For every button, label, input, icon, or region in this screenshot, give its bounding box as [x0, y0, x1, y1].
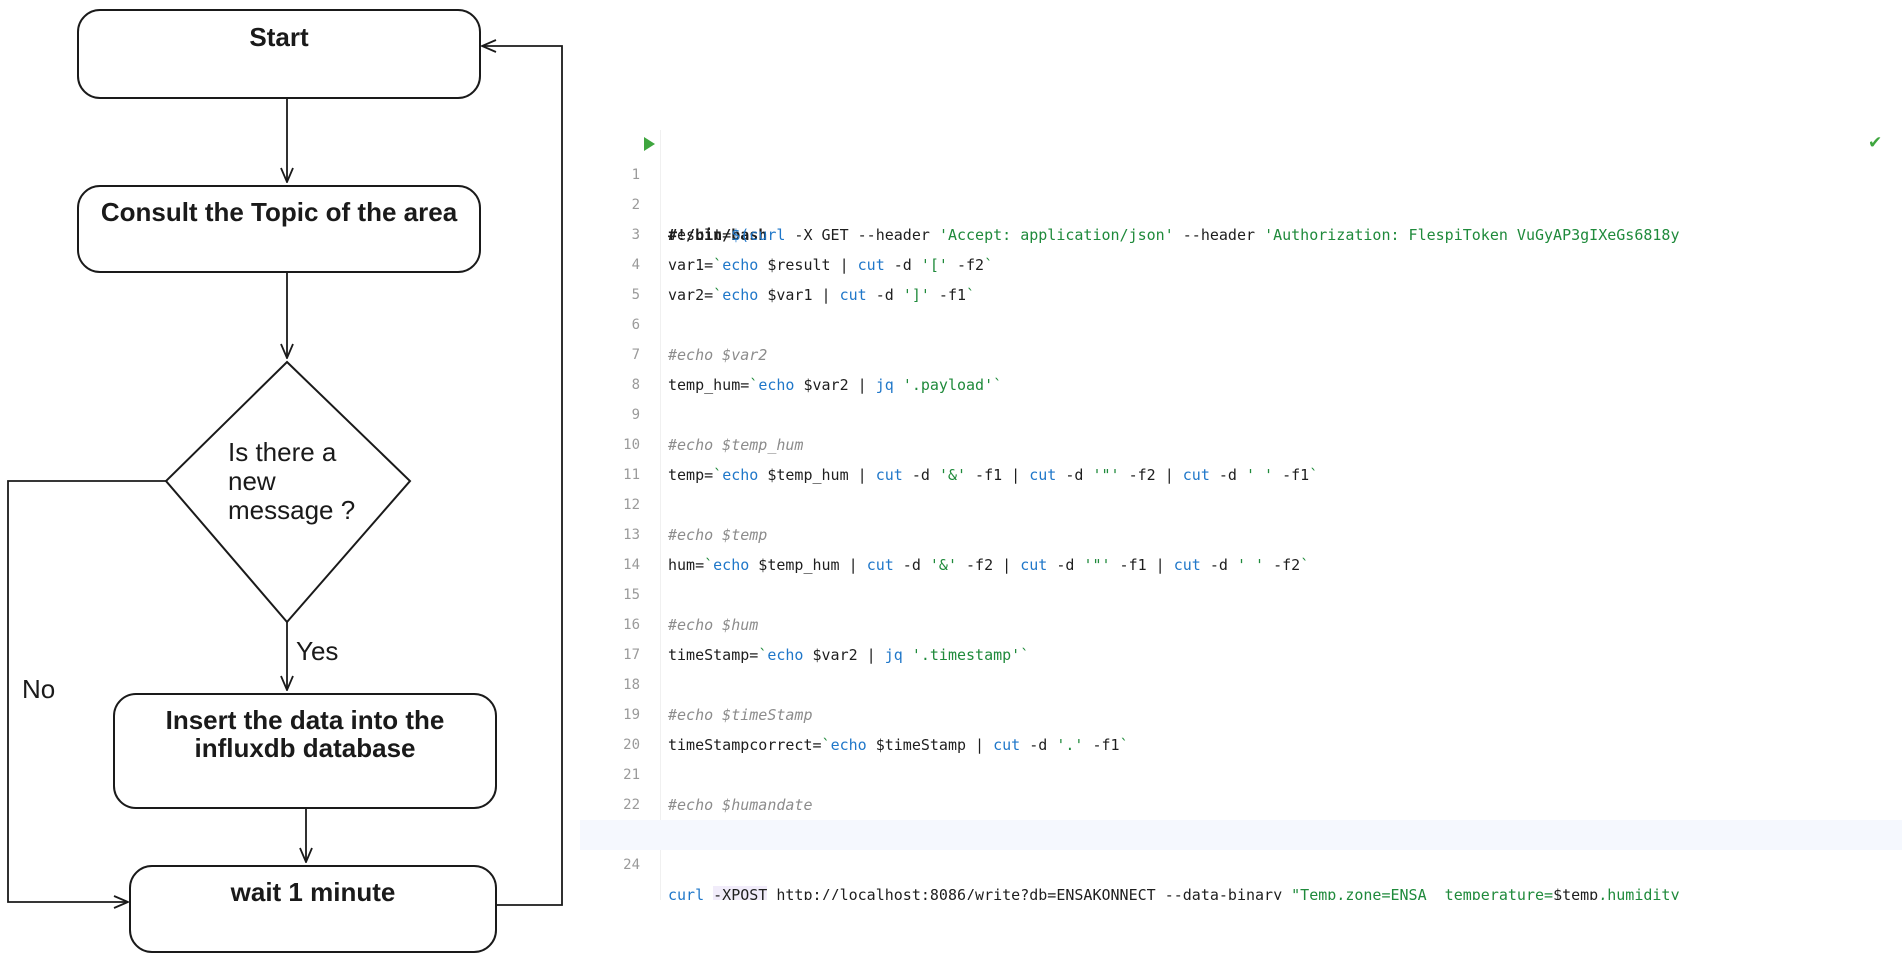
line-number: 10 [623, 437, 640, 453]
code-line: 9 #echo $temp_hum [580, 370, 1902, 454]
code-line: 7 temp_hum=`echo $var2 | jq '.payload'` [580, 310, 1902, 394]
line-number: 7 [631, 347, 640, 363]
gutter-separator [660, 130, 661, 900]
line-number: 8 [631, 377, 640, 393]
insert-node [113, 693, 497, 809]
line-number: 21 [623, 767, 640, 783]
code-line: 16 timeStamp=`echo $var2 | jq '.timestam… [580, 580, 1902, 664]
code-comment: #echo $var2 [668, 346, 768, 364]
start-node [77, 9, 481, 99]
code-line: 3 var1=`echo $result | cut -d '[' -f2` [580, 190, 1902, 274]
code-line: 1 #!/bin/bash [580, 130, 1902, 244]
insert-label-line2: influxdb database [194, 733, 415, 763]
code-comment: #echo $humandate [668, 796, 813, 814]
code-comment: #echo $temp_hum [668, 436, 804, 454]
code-text: var1=`echo $result | cut -d '[' -f2` [668, 256, 994, 274]
wait-node-label: wait 1 minute [230, 877, 396, 907]
line-number: 6 [631, 317, 640, 333]
line-number: 11 [623, 467, 640, 483]
line-number: 20 [623, 737, 640, 753]
line-number: 2 [631, 197, 640, 213]
line-number: 1 [631, 167, 640, 183]
code-text: curl -XPOST http://localhost:8086/write?… [668, 880, 1680, 900]
code-line: 22 echo "temperature : $temp , humidity … [580, 760, 1902, 844]
line-number: 12 [623, 497, 640, 513]
insert-label-line1: Insert the data into the [166, 705, 445, 735]
code-line: 8 [580, 340, 1902, 393]
checkmark-icon: ✔ [1868, 133, 1883, 153]
code-text: temp_hum=`echo $var2 | jq '.payload'` [668, 376, 1003, 394]
code-line: 5 [580, 250, 1902, 303]
arrow-decision-no [7, 480, 166, 902]
flowchart: Start Consult the Topic of the area Is t… [7, 9, 563, 953]
line-number: 5 [631, 287, 640, 303]
line-number: 3 [631, 227, 640, 243]
code-line-current: 24 curl -XPOST http://localhost:8086/wri… [580, 820, 1902, 900]
yes-label: Yes [296, 636, 338, 666]
code-line: 11 [580, 430, 1902, 483]
line-number: 22 [623, 797, 640, 813]
line-number: 4 [631, 257, 640, 273]
code-line: 10 temp=`echo $temp_hum | cut -d '&' -f1… [580, 400, 1902, 484]
line-number: 14 [623, 557, 640, 573]
line-number: 24 [623, 857, 640, 873]
code-line: 20 [580, 700, 1902, 753]
decision-label-line1: Is there a [228, 437, 337, 467]
code-text: timeStamp=`echo $var2 | jq '.timestamp'` [668, 646, 1030, 664]
code-line: 19 timeStampcorrect=`echo $timeStamp | c… [580, 670, 1902, 754]
code-line: 23 [580, 790, 1902, 843]
code-editor[interactable]: 1 #!/bin/bash 2 result=$(curl -X GET --h… [580, 130, 1902, 900]
code-comment: #echo $timeStamp [668, 706, 813, 724]
line-number: 13 [623, 527, 640, 543]
code-text: result=$(curl -X GET --header 'Accept: a… [668, 226, 1680, 244]
code-line: 6 #echo $var2 [580, 280, 1902, 364]
code-line: 12 #echo $temp [580, 460, 1902, 544]
line-number: 15 [623, 587, 640, 603]
decision-label-line2: new [228, 466, 276, 496]
decision-label-line3: message ? [228, 495, 355, 525]
code-text: hum=`echo $temp_hum | cut -d '&' -f2 | c… [668, 556, 1310, 574]
line-number: 17 [623, 647, 640, 663]
no-label: No [22, 674, 55, 704]
code-line: 2 result=$(curl -X GET --header 'Accept:… [580, 160, 1902, 244]
code-line: 14 [580, 520, 1902, 573]
code-text: temp=`echo $temp_hum | cut -d '&' -f1 | … [668, 466, 1319, 484]
code-text: timeStampcorrect=`echo $timeStamp | cut … [668, 736, 1129, 754]
start-node-label: Start [249, 22, 309, 52]
code-line: 18 #echo $timeStamp [580, 640, 1902, 724]
line-number: 18 [623, 677, 640, 693]
wait-node [129, 865, 497, 953]
consult-node-label: Consult the Topic of the area [101, 197, 458, 227]
code-comment: #echo $temp [668, 526, 768, 544]
code-line: 15 #echo $hum [580, 550, 1902, 634]
code-text: #!/bin/bash [668, 226, 768, 244]
code-text: var2=`echo $var1 | cut -d ']' -f1` [668, 286, 976, 304]
code-comment: #echo $hum [668, 616, 759, 634]
decision-node [164, 360, 412, 624]
code-line: 4 var2=`echo $var1 | cut -d ']' -f1` [580, 220, 1902, 304]
code-line: 13 hum=`echo $temp_hum | cut -d '&' -f2 … [580, 490, 1902, 574]
line-number: 19 [623, 707, 640, 723]
line-number: 16 [623, 617, 640, 633]
consult-node [77, 185, 481, 273]
code-line: 21 #echo $humandate [580, 730, 1902, 814]
arrow-loop-back [482, 46, 563, 906]
line-number: 9 [631, 407, 640, 423]
code-line: 17 [580, 610, 1902, 663]
run-icon[interactable] [644, 137, 655, 151]
